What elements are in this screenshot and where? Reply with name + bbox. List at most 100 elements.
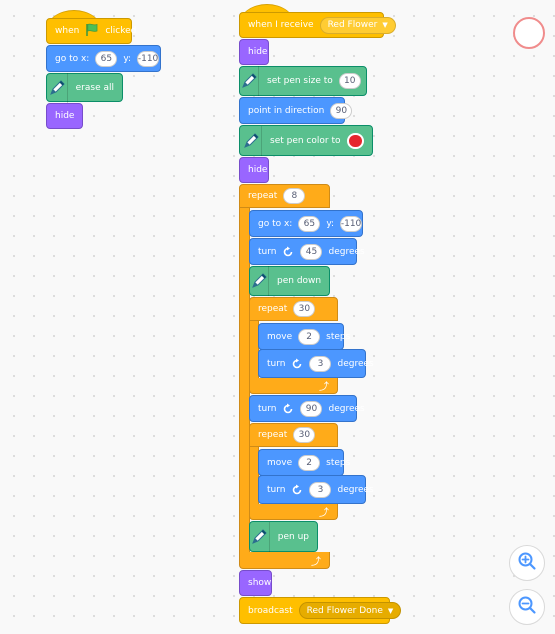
loop-arrow-icon: ⤴ xyxy=(319,382,329,393)
turn-degrees-input[interactable]: 90 xyxy=(300,400,323,417)
loop-arrow-icon: ⤴ xyxy=(311,556,321,568)
broadcast-label: broadcast xyxy=(248,605,293,616)
steps-input[interactable]: 2 xyxy=(298,328,321,345)
clicked-label: clicked xyxy=(105,26,137,36)
dropdown-arrow-icon: ▼ xyxy=(382,21,388,29)
zoom-out-button[interactable] xyxy=(509,589,545,625)
when-i-receive-label: when I receive xyxy=(248,20,314,30)
go-to-xy-block[interactable]: go to x: 65 y: -110 xyxy=(249,210,363,237)
y-input[interactable]: -110 xyxy=(137,50,160,67)
green-flag-icon xyxy=(85,23,99,40)
zoom-in-button[interactable] xyxy=(509,545,545,581)
rotate-right-icon xyxy=(291,358,303,370)
turn-45-block[interactable]: turn 45 degrees xyxy=(249,238,365,265)
hide-block-2[interactable]: hide xyxy=(239,157,269,183)
steps-label: steps xyxy=(326,457,351,468)
repeat-30-block-b[interactable]: repeat 30 xyxy=(249,423,338,447)
when-label: when xyxy=(55,26,80,36)
hide-block-1[interactable]: hide xyxy=(239,39,269,65)
pen-icon xyxy=(250,521,270,552)
go-to-xy-block[interactable]: go to x: 65 y: -110 xyxy=(46,45,161,72)
broadcast-message-value: Red Flower Done xyxy=(306,605,383,616)
turn-degrees-input[interactable]: 3 xyxy=(309,481,332,498)
zoom-in-icon xyxy=(517,551,537,575)
turn-label: turn xyxy=(267,358,286,369)
set-pen-color-block[interactable]: set pen color to xyxy=(239,125,373,156)
pen-icon xyxy=(47,72,68,103)
repeat-8-footer: ⤴ xyxy=(239,552,330,569)
repeat-30-footer-a: ⤴ xyxy=(249,378,338,394)
degrees-label: degrees xyxy=(337,484,374,495)
pen-icon xyxy=(240,125,262,156)
repeat-label: repeat xyxy=(248,191,278,201)
steps-label: steps xyxy=(326,331,351,342)
erase-all-label: erase all xyxy=(75,82,114,93)
y-label: y: xyxy=(123,53,132,64)
turn-label: turn xyxy=(258,403,277,414)
hide-label: hide xyxy=(248,165,268,175)
set-pen-color-label: set pen color to xyxy=(270,135,341,146)
broadcast-block[interactable]: broadcast Red Flower Done ▼ xyxy=(239,597,402,624)
degrees-label: degrees xyxy=(328,403,365,414)
move-steps-block-b[interactable]: move 2 steps xyxy=(258,449,350,476)
turn-3-block-a[interactable]: turn 3 degrees xyxy=(258,349,374,378)
when-i-receive-hat-block[interactable]: when I receive Red Flower ▼ xyxy=(239,4,396,38)
pen-up-label: pen up xyxy=(277,531,309,542)
repeat-count-input[interactable]: 8 xyxy=(283,188,306,204)
move-label: move xyxy=(267,331,293,342)
erase-all-block[interactable]: erase all xyxy=(46,72,123,103)
y-label: y: xyxy=(326,218,335,229)
stage-indicator-circle xyxy=(513,17,545,49)
pen-color-swatch[interactable] xyxy=(346,132,364,149)
repeat-count-input[interactable]: 30 xyxy=(293,301,316,317)
repeat-label: repeat xyxy=(258,304,288,314)
point-in-direction-label: point in direction xyxy=(248,105,325,116)
set-pen-size-label: set pen size to xyxy=(267,76,333,86)
steps-input[interactable]: 2 xyxy=(298,454,321,471)
rotate-right-icon xyxy=(282,403,294,415)
degrees-label: degrees xyxy=(328,246,365,257)
x-input[interactable]: 65 xyxy=(298,215,321,232)
hide-block[interactable]: hide xyxy=(46,103,83,129)
pen-icon xyxy=(240,66,259,96)
repeat-8-block[interactable]: repeat 8 xyxy=(239,184,330,208)
move-steps-block-a[interactable]: move 2 steps xyxy=(258,323,350,350)
when-flag-clicked-hat-block[interactable]: when clicked xyxy=(46,10,136,44)
show-label: show xyxy=(248,578,272,588)
pen-size-input[interactable]: 10 xyxy=(338,73,361,89)
hide-label: hide xyxy=(55,111,75,121)
turn-label: turn xyxy=(267,484,286,495)
repeat-count-input[interactable]: 30 xyxy=(293,427,316,443)
broadcast-message-dropdown[interactable]: Red Flower Done ▼ xyxy=(298,602,402,619)
turn-90-block[interactable]: turn 90 degrees xyxy=(249,395,365,422)
zoom-out-icon xyxy=(517,595,537,619)
show-block[interactable]: show xyxy=(239,570,272,596)
repeat-30-footer-b: ⤴ xyxy=(249,504,338,520)
pen-down-block[interactable]: pen down xyxy=(249,266,330,296)
rotate-right-icon xyxy=(291,484,303,496)
x-input[interactable]: 65 xyxy=(95,50,118,67)
repeat-30-block-a[interactable]: repeat 30 xyxy=(249,297,338,321)
pen-up-block[interactable]: pen up xyxy=(249,521,318,552)
rotate-right-icon xyxy=(282,246,294,258)
degrees-label: degrees xyxy=(337,358,374,369)
turn-label: turn xyxy=(258,246,277,257)
hide-label: hide xyxy=(248,47,268,57)
pen-down-label: pen down xyxy=(277,276,322,286)
y-input[interactable]: -110 xyxy=(340,215,363,232)
point-in-direction-block[interactable]: point in direction 90 xyxy=(239,97,353,124)
turn-3-block-b[interactable]: turn 3 degrees xyxy=(258,475,374,504)
turn-degrees-input[interactable]: 3 xyxy=(309,355,332,372)
message-dropdown[interactable]: Red Flower ▼ xyxy=(319,16,396,34)
dropdown-arrow-icon: ▼ xyxy=(387,606,394,615)
pen-icon xyxy=(250,266,269,296)
repeat-label: repeat xyxy=(258,430,288,440)
turn-degrees-input[interactable]: 45 xyxy=(300,243,323,260)
set-pen-size-block[interactable]: set pen size to 10 xyxy=(239,66,367,96)
loop-arrow-icon: ⤴ xyxy=(319,508,329,519)
go-to-label: go to x: xyxy=(55,53,90,64)
message-value: Red Flower xyxy=(327,20,378,30)
go-to-label: go to x: xyxy=(258,218,293,229)
move-label: move xyxy=(267,457,293,468)
direction-input[interactable]: 90 xyxy=(330,102,353,119)
